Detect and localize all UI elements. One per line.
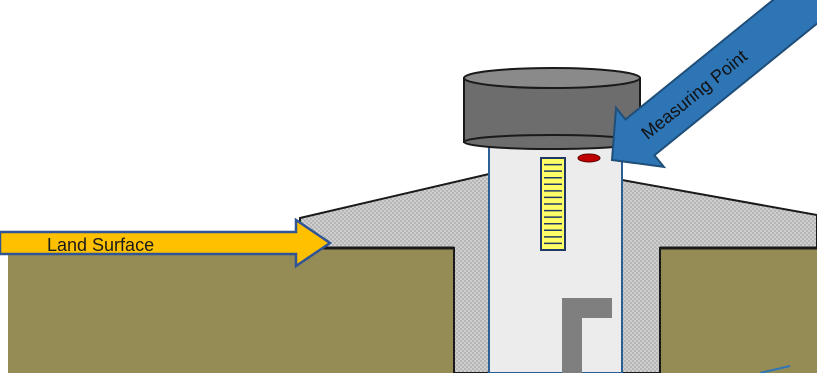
measuring-point-mark <box>577 153 601 163</box>
arrow-fragment <box>759 365 791 374</box>
land-surface-arrow-icon <box>0 217 333 269</box>
inner-pipe <box>562 298 612 373</box>
well-cap <box>463 67 641 150</box>
water-level-gauge <box>540 157 566 251</box>
soil <box>8 248 817 373</box>
land-surface-label: Land Surface <box>47 235 154 255</box>
